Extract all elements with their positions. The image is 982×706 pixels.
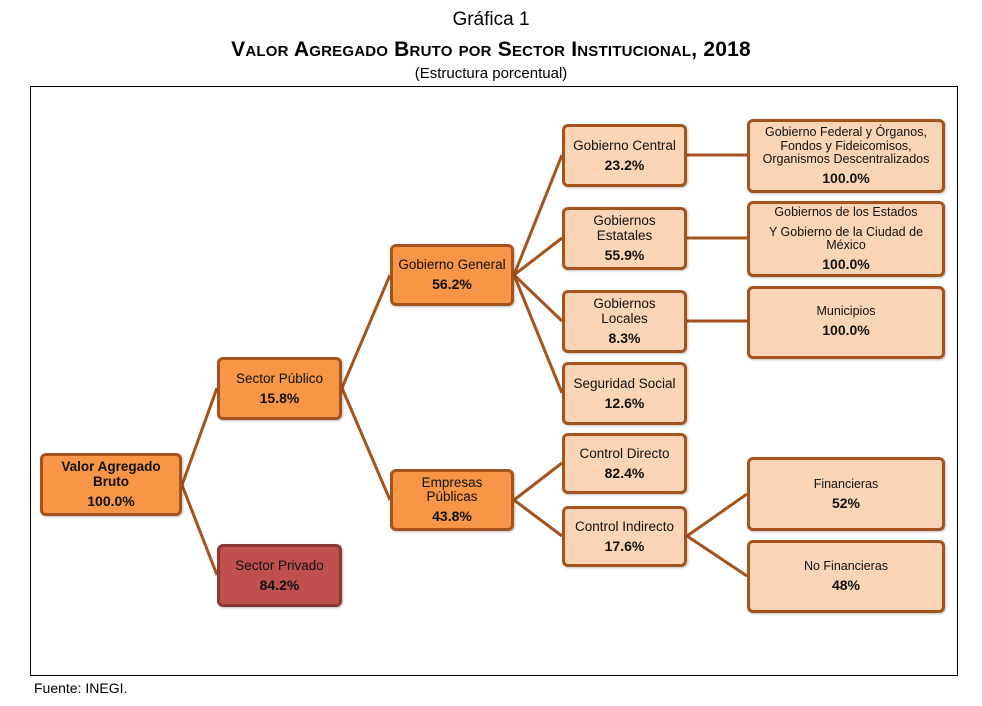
node-label: Control Indirecto	[574, 518, 675, 534]
connector	[686, 492, 748, 538]
node-control-directo: Control Directo 82.4%	[562, 433, 687, 494]
node-label: Gobiernos Estatales	[593, 213, 656, 243]
connector	[512, 274, 564, 394]
node-label: Gobierno Federal y Órganos, Fondos y Fid…	[762, 125, 930, 166]
node-valor-agregado-bruto: Valor Agregado Bruto 100.0%	[40, 453, 182, 516]
node-pct: 56.2%	[432, 276, 472, 293]
node-label: Gobiernos de los Estados	[774, 205, 918, 220]
connector	[513, 498, 563, 538]
node-pct: 100.0%	[87, 492, 135, 509]
node-label: Seguridad Social	[573, 375, 676, 391]
node-gobierno-federal: Gobierno Federal y Órganos, Fondos y Fid…	[747, 119, 945, 193]
node-no-financieras: No Financieras 48%	[747, 540, 945, 613]
node-label: Sector Privado	[235, 557, 324, 573]
node-municipios: Municipios 100.0%	[747, 286, 945, 359]
connector	[513, 236, 563, 277]
node-empresas-publicas: Empresas Públicas 43.8%	[390, 469, 514, 531]
connector	[512, 273, 564, 323]
node-pct: 55.9%	[604, 246, 645, 263]
node-gobierno-general: Gobierno General 56.2%	[390, 244, 514, 306]
node-sector-privado: Sector Privado 84.2%	[217, 544, 342, 607]
node-label: Control Directo	[579, 445, 670, 461]
node-pct: 48%	[831, 577, 861, 594]
node-gobiernos-estatales: Gobiernos Estatales 55.9%	[562, 207, 687, 270]
node-pct: 82.4%	[604, 464, 645, 481]
node-label: No Financieras	[803, 559, 889, 574]
node-label: Gobierno General	[398, 257, 506, 273]
node-label: Gobierno Central	[573, 137, 676, 153]
connector	[180, 387, 219, 486]
node-label: Y Gobierno de la Ciudad de México	[768, 224, 924, 252]
node-pct: 12.6%	[604, 394, 645, 411]
node-label: Empresas Públicas	[421, 474, 483, 505]
node-pct: 52%	[831, 494, 861, 511]
chart-title: Valor Agregado Bruto por Sector Instituc…	[231, 38, 751, 61]
node-pct: 84.2%	[259, 576, 300, 593]
connector	[513, 461, 563, 502]
node-pct: 8.3%	[608, 329, 641, 346]
node-seguridad-social: Seguridad Social 12.6%	[562, 362, 687, 425]
chart-subtitle: (Estructura porcentual)	[414, 65, 568, 82]
node-label: Municipios	[816, 304, 876, 318]
node-sector-publico: Sector Público 15.8%	[217, 357, 342, 420]
node-control-indirecto: Control Indirecto 17.6%	[562, 506, 687, 567]
node-label: Sector Público	[235, 370, 324, 386]
node-label: Gobiernos Locales	[593, 296, 656, 326]
node-pct: 15.8%	[259, 389, 300, 406]
connector	[686, 534, 748, 578]
node-pct: 100.0%	[822, 322, 870, 339]
node-label: Valor Agregado Bruto	[61, 459, 161, 489]
node-pct: 17.6%	[604, 537, 645, 554]
connector	[512, 154, 564, 276]
node-gobiernos-estados: Gobiernos de los Estados Y Gobierno de l…	[747, 201, 945, 277]
node-pct: 23.2%	[604, 156, 645, 173]
node-pct: 43.8%	[432, 508, 472, 525]
connector	[340, 274, 392, 389]
diagram-frame	[30, 86, 958, 676]
node-label: Financieras	[813, 476, 879, 491]
connector	[340, 387, 392, 501]
node-pct: 100.0%	[822, 255, 870, 272]
chart-caption: Gráfica 1	[452, 9, 530, 30]
node-gobiernos-locales: Gobiernos Locales 8.3%	[562, 290, 687, 353]
node-pct: 100.0%	[822, 169, 870, 186]
connector	[180, 484, 219, 576]
node-gobierno-central: Gobierno Central 23.2%	[562, 124, 687, 187]
source-note: Fuente: INEGI.	[34, 680, 128, 696]
node-financieras: Financieras 52%	[747, 457, 945, 531]
